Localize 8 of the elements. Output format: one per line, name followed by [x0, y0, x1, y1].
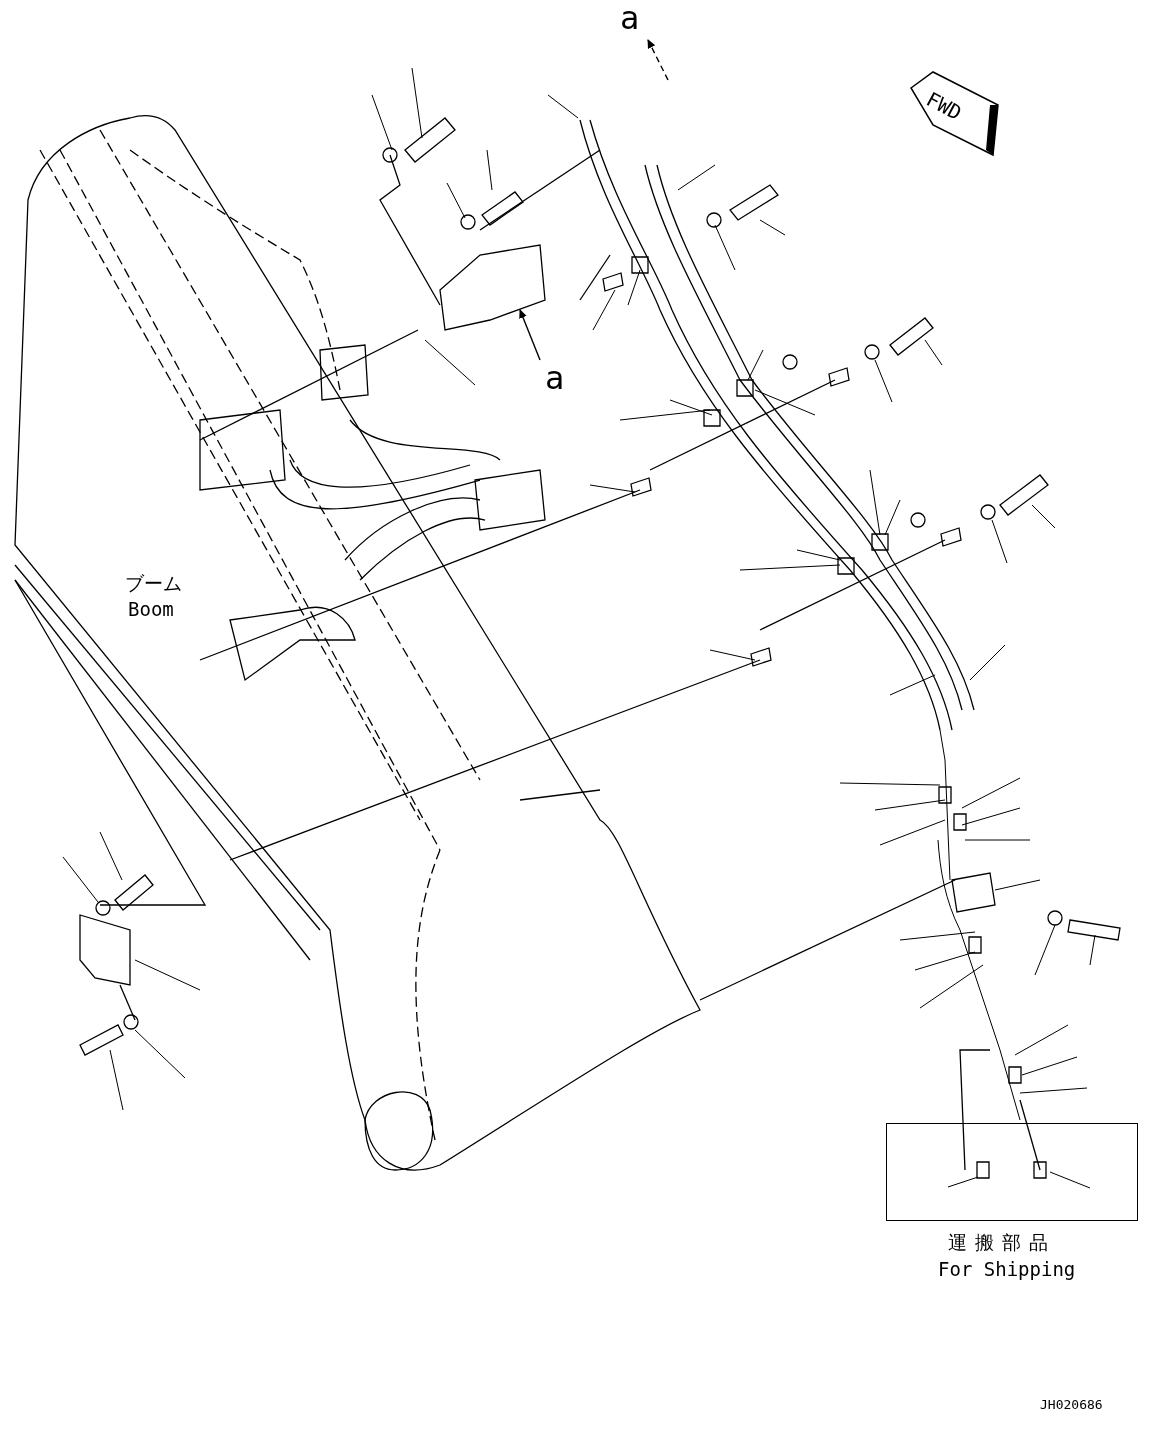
- view-letter: a: [545, 362, 565, 394]
- part-name-japanese: ブーム: [125, 574, 182, 593]
- box-heading-japanese: 運搬部品: [948, 1233, 1056, 1252]
- drawing-number: JH020686: [1040, 1398, 1103, 1411]
- direction-sign: FWD: [908, 70, 1000, 158]
- part-name: Boom: [128, 600, 174, 619]
- view-letter: a: [620, 2, 640, 34]
- box-heading: For Shipping: [938, 1260, 1076, 1279]
